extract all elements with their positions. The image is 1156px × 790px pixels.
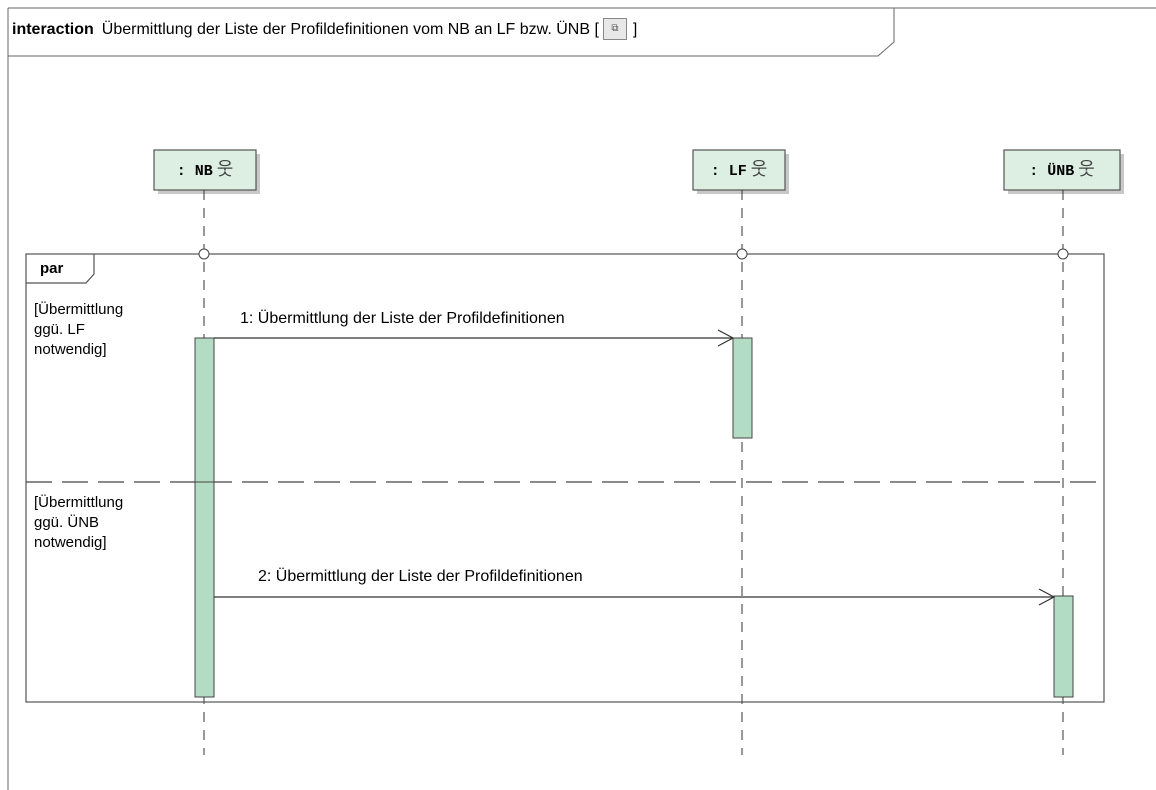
gate-unb: [1057, 248, 1069, 260]
lifeline-name: : ÜNB: [1029, 163, 1075, 180]
interaction-frame: [7, 7, 1156, 790]
lifeline-head-nb[interactable]: [153, 149, 260, 194]
message-2-label: 2: Übermittlung der Liste der Profildefi…: [258, 568, 583, 585]
lifeline-name: : LF: [710, 163, 747, 180]
frame-keyword: interaction: [12, 21, 94, 39]
lifeline-name: : NB: [176, 163, 213, 180]
message-1-arrow[interactable]: [214, 329, 735, 347]
guard-operand-1: [Übermittlung ggü. LF notwendig]: [34, 301, 124, 358]
message-2-arrow[interactable]: [214, 588, 1056, 606]
activation-unb[interactable]: [1053, 595, 1074, 698]
actor-icon: 웃: [750, 159, 768, 180]
frame-bracket-open: [: [594, 21, 599, 39]
gate-lf: [736, 248, 748, 260]
activation-lf[interactable]: [732, 337, 753, 439]
actor-icon: 웃: [1078, 159, 1095, 180]
lifeline-head-unb[interactable]: [1003, 149, 1124, 194]
par-operator-label: par: [40, 260, 64, 277]
guard-operand-2: [Übermittlung ggü. ÜNB notwendig]: [34, 494, 124, 551]
activation-nb[interactable]: [194, 337, 215, 698]
par-fragment[interactable]: [25, 253, 1105, 703]
actor-icon: 웃: [216, 159, 234, 180]
frame-title-text: Übermittlung der Liste der Profildefinit…: [101, 21, 591, 39]
message-1-label: 1: Übermittlung der Liste der Profildefi…: [240, 310, 565, 327]
frame-bracket-close: ]: [632, 21, 638, 39]
sequence-diagram-icon[interactable]: ⧉: [602, 18, 627, 40]
frame-title: interaction Übermittlung der Liste der Pr…: [12, 18, 637, 42]
gate-nb: [198, 248, 210, 260]
lifeline-head-lf[interactable]: [692, 149, 789, 194]
